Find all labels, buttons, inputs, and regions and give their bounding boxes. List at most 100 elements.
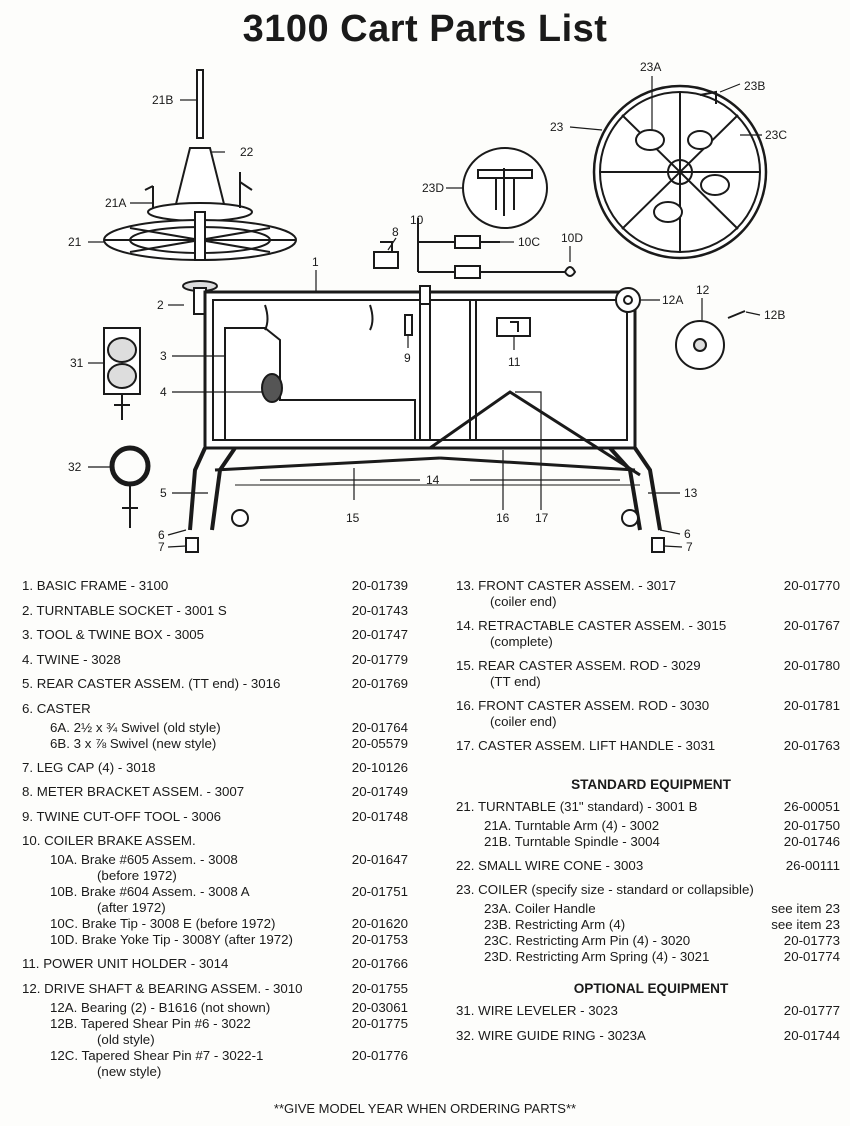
label-7-left: 7: [158, 540, 165, 554]
label-15: 15: [346, 511, 360, 525]
label-32: 32: [68, 460, 82, 474]
bearing: [615, 287, 641, 313]
parts-list-right: 13. FRONT CASTER ASSEM. - 3017(coiler en…: [456, 578, 846, 1052]
label-21A: 21A: [105, 196, 126, 210]
wire-leveler: [103, 327, 141, 420]
turntable-arm-left: [144, 185, 154, 208]
rear-caster-assembly: [188, 446, 237, 531]
ordering-note: **GIVE MODEL YEAR WHEN ORDERING PARTS**: [273, 1101, 577, 1116]
label-12B: 12B: [764, 308, 785, 322]
label-17: 17: [535, 511, 549, 525]
label-16: 16: [496, 511, 510, 525]
meter-bracket: [373, 241, 399, 269]
part-row-10: 10. COILER BRAKE ASSEM.: [22, 833, 196, 848]
restricting-arm-spring-detail: [462, 147, 548, 229]
caster-left: [231, 509, 249, 527]
part-row-10A: 10A. Brake #605 Assem. - 3008(before 197…: [50, 852, 408, 883]
small-wire-cone: [173, 147, 227, 209]
part-row-23B: 23B. Restricting Arm (4)see item 23: [484, 917, 840, 932]
label-14: 14: [426, 473, 440, 487]
brake-assembly-b: [418, 265, 565, 279]
label-23A: 23A: [640, 60, 661, 74]
coiler: [592, 84, 768, 260]
brake-yoke-tip: [564, 266, 577, 277]
rear-caster-rod: [214, 456, 441, 472]
label-21: 21: [68, 235, 82, 249]
tool-twine-box: [224, 327, 416, 441]
brake-assembly-a: [418, 235, 500, 249]
optional-equipment-heading: OPTIONAL EQUIPMENT: [573, 981, 729, 996]
label-1: 1: [312, 255, 319, 269]
part-row-16: 16. FRONT CASTER ASSEM. ROD - 3030(coile…: [456, 698, 840, 729]
part-row-10D: 10D. Brake Yoke Tip - 3008Y (after 1972)…: [50, 932, 408, 947]
label-7-right: 7: [686, 540, 693, 554]
part-row-23: 23. COILER (specify size - standard or c…: [456, 882, 754, 897]
turntable-arm-right: [239, 172, 253, 208]
lift-handle: [429, 390, 641, 477]
label-5: 5: [160, 486, 167, 500]
twine: [261, 373, 283, 403]
label-21B: 21B: [152, 93, 173, 107]
label-10D: 10D: [561, 231, 583, 245]
label-6-left: 6: [158, 528, 165, 542]
cart-exploded-diagram: 21B 22 21A 21 2 31 3 4 32 5 6 7 1 8 10 1…: [68, 60, 787, 554]
part-row-12C: 12C. Tapered Shear Pin #7 - 3022-1(new s…: [50, 1047, 408, 1079]
leg-cap-left: [185, 537, 199, 553]
power-unit-holder: [496, 317, 531, 337]
label-4: 4: [160, 385, 167, 399]
front-caster-rod: [439, 456, 636, 472]
part-row-6A: 6A. 2½ x ¾ Swivel (old style)20-01764: [50, 719, 408, 735]
shear-pin: [727, 310, 746, 319]
label-9: 9: [404, 351, 411, 365]
label-31: 31: [70, 356, 84, 370]
part-row-6B: 6B. 3 x ⅞ Swivel (new style)20-05579: [50, 735, 408, 751]
part-row-10C: 10C. Brake Tip - 3008 E (before 1972)20-…: [50, 916, 408, 931]
wire-guide-ring: [109, 445, 151, 528]
label-23C: 23C: [765, 128, 787, 142]
part-row-15: 15. REAR CASTER ASSEM. ROD - 3029(TT end…: [456, 658, 840, 689]
label-10: 10: [410, 213, 424, 227]
label-6-right: 6: [684, 527, 691, 541]
label-8: 8: [392, 225, 399, 239]
leg-cap-right: [651, 537, 665, 553]
part-row-12A: 12A. Bearing (2) - B1616 (not shown)20-0…: [50, 999, 408, 1015]
label-12A: 12A: [662, 293, 683, 307]
label-11: 11: [508, 355, 521, 369]
label-23B: 23B: [744, 79, 765, 93]
turntable-spindle: [196, 69, 204, 139]
label-23: 23: [550, 120, 564, 134]
part-row-10B: 10B. Brake #604 Assem. - 3008 A(after 19…: [50, 884, 408, 915]
label-13: 13: [684, 486, 698, 500]
label-10C: 10C: [518, 235, 540, 249]
twine-cutoff-tool: [404, 314, 413, 336]
part-row-12B: 12B. Tapered Shear Pin #6 - 3022(old sty…: [50, 1015, 408, 1047]
caster-right: [621, 509, 639, 527]
part-row-13: 13. FRONT CASTER ASSEM. - 3017(coiler en…: [456, 578, 840, 609]
label-23D: 23D: [422, 181, 444, 195]
standard-equipment-heading: STANDARD EQUIPMENT: [571, 776, 731, 792]
part-row-6: 6. CASTER: [22, 700, 91, 716]
page-title: 3100 Cart Parts List: [242, 8, 608, 50]
label-12: 12: [696, 283, 710, 297]
label-2: 2: [157, 298, 164, 312]
label-22: 22: [240, 145, 254, 159]
